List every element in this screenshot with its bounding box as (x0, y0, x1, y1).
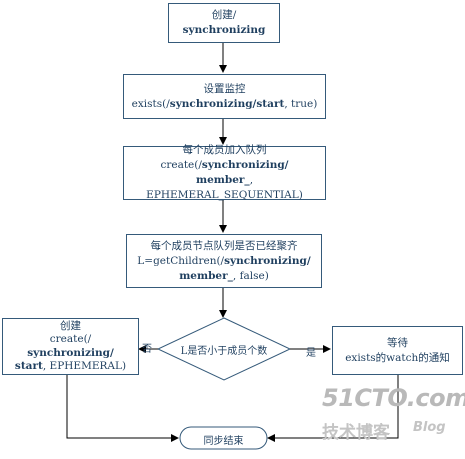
wait-line1: 等待 (387, 336, 408, 349)
set-watch-line1: 设置监控 (203, 82, 246, 95)
check-members-line3: member_, false) (179, 269, 269, 284)
check-members-line2: L=getChildren(/synchronizing/ (137, 254, 310, 269)
decision-label: L是否小于成员个数 (180, 346, 268, 357)
create-start-line4: start, EPHEMERAL) (15, 360, 126, 374)
arrow-wait-to-end (267, 375, 399, 442)
check-members-line1: 每个成员节点队列是否已经聚齐 (150, 239, 298, 252)
end-terminator (179, 426, 268, 450)
check-members-line3-post: , false) (232, 269, 269, 282)
create-root-line2: synchronizing (182, 24, 266, 36)
check-members-line2-pre: L=getChildren(/ (137, 254, 225, 267)
check-members-line2-bold: synchronizing/ (224, 254, 311, 267)
create-start-node: 创建 create(/ synchronizing/ start, EPHEME… (2, 318, 139, 375)
check-members-line3-bold: member_ (179, 269, 233, 282)
join-queue-node: 每个成员加入队列 create(/synchronizing/ member_,… (123, 144, 326, 203)
join-queue-line1: 每个成员加入队列 (182, 144, 267, 156)
join-queue-line3: member_, EPHEMERAL_SEQUENTIAL) (124, 173, 325, 203)
create-start-line3: synchronizing/ (27, 346, 114, 359)
create-start-line4-bold: start (14, 360, 43, 372)
set-watch-line2-pre: exists(/ (131, 97, 170, 110)
join-queue-line3-post: , EPHEMERAL_SEQUENTIAL) (146, 174, 303, 201)
yes-branch-label: 是 (306, 348, 316, 359)
create-root-line1: 创建/ (211, 9, 237, 21)
set-watch-node: 设置监控 exists(/synchronizing/start, true) (123, 74, 326, 119)
check-members-node: 每个成员节点队列是否已经聚齐 L=getChildren(/synchroniz… (126, 234, 322, 288)
watermark-51cto: 51CTO.com (322, 384, 465, 412)
set-watch-line2-post: , true) (284, 97, 318, 110)
create-start-line2: create(/ (49, 333, 92, 345)
create-start-line1: 创建 (60, 319, 81, 332)
set-watch-line2: exists(/synchronizing/start, true) (132, 97, 318, 112)
decision-diamond (156, 317, 292, 381)
watermark-blog: Blog (413, 420, 446, 435)
watermark-tech-blog: 技术博客 (322, 423, 390, 443)
join-queue-line2-pre: create(/ (160, 159, 202, 171)
arrow-create-start-to-end (66, 375, 179, 442)
join-queue-line3-bold: member_ (195, 174, 250, 186)
set-watch-line2-bold: synchronizing/start (169, 97, 285, 110)
join-queue-line2-bold: synchronizing/ (201, 159, 289, 171)
create-start-line4-post: , EPHEMERAL) (42, 360, 127, 372)
no-branch-label: 否 (142, 344, 152, 355)
create-root-node: 创建/ synchronizing (168, 3, 280, 43)
join-queue-line2: create(/synchronizing/ (160, 158, 288, 173)
wait-node: 等待 exists的watch的通知 (332, 326, 463, 375)
end-label: 同步结束 (203, 436, 244, 447)
wait-line2: exists的watch的通知 (345, 351, 450, 364)
